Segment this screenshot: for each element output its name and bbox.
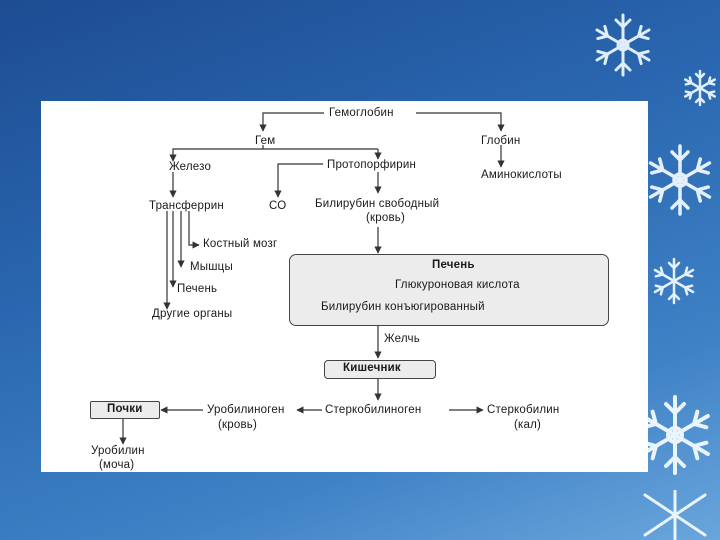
node-stercobilin-feces: (кал) — [514, 419, 542, 431]
node-bile: Желчь — [384, 333, 420, 345]
node-liver-small: Печень — [177, 283, 218, 295]
node-other-organs: Другие органы — [152, 308, 233, 320]
node-intestine: Кишечник — [343, 362, 401, 374]
node-urobilinogen-blood: (кровь) — [218, 419, 257, 431]
snowflake-icon — [644, 144, 716, 216]
node-iron: Железо — [169, 161, 212, 173]
snowflake-icon — [635, 395, 715, 475]
node-urobilin: Уробилин — [91, 445, 145, 457]
node-heme: Гем — [255, 135, 276, 147]
node-urobilin-urine: (моча) — [99, 459, 135, 471]
node-urobilinogen: Уробилиноген — [207, 404, 285, 416]
node-glucuronic-acid: Глюкуроновая кислота — [395, 279, 520, 291]
snowflake-icon — [643, 490, 707, 540]
snowflake-icon — [682, 69, 718, 107]
node-transferrin: Трансферрин — [149, 200, 224, 212]
liver-box — [289, 254, 609, 326]
node-stercobilin: Стеркобилин — [487, 404, 560, 416]
node-bilirubin-free: Билирубин свободный — [315, 198, 440, 210]
node-muscles: Мышцы — [190, 261, 233, 273]
node-bone-marrow: Костный мозг — [203, 238, 278, 250]
snowflake-icon — [651, 257, 697, 305]
node-bilirubin-free-blood: (кровь) — [366, 212, 405, 224]
node-amino-acids: Аминокислоты — [481, 169, 562, 181]
intestine-box — [324, 360, 436, 379]
node-globin: Глобин — [481, 135, 521, 147]
node-bilirubin-conjugated: Билирубин конъюгированный — [321, 301, 485, 313]
diagram-panel: Гемоглобин Гем Глобин Железо Протопорфир… — [41, 101, 648, 472]
node-kidneys: Почки — [107, 403, 143, 415]
snowflake-icon — [592, 13, 654, 77]
kidney-box — [90, 401, 160, 419]
node-protoporphyrin: Протопорфирин — [327, 159, 417, 171]
node-hemoglobin: Гемоглобин — [329, 107, 394, 119]
node-co: СО — [269, 200, 287, 212]
liver-box-title: Печень — [432, 259, 475, 271]
node-stercobilinogen: Стеркобилиноген — [325, 404, 422, 416]
